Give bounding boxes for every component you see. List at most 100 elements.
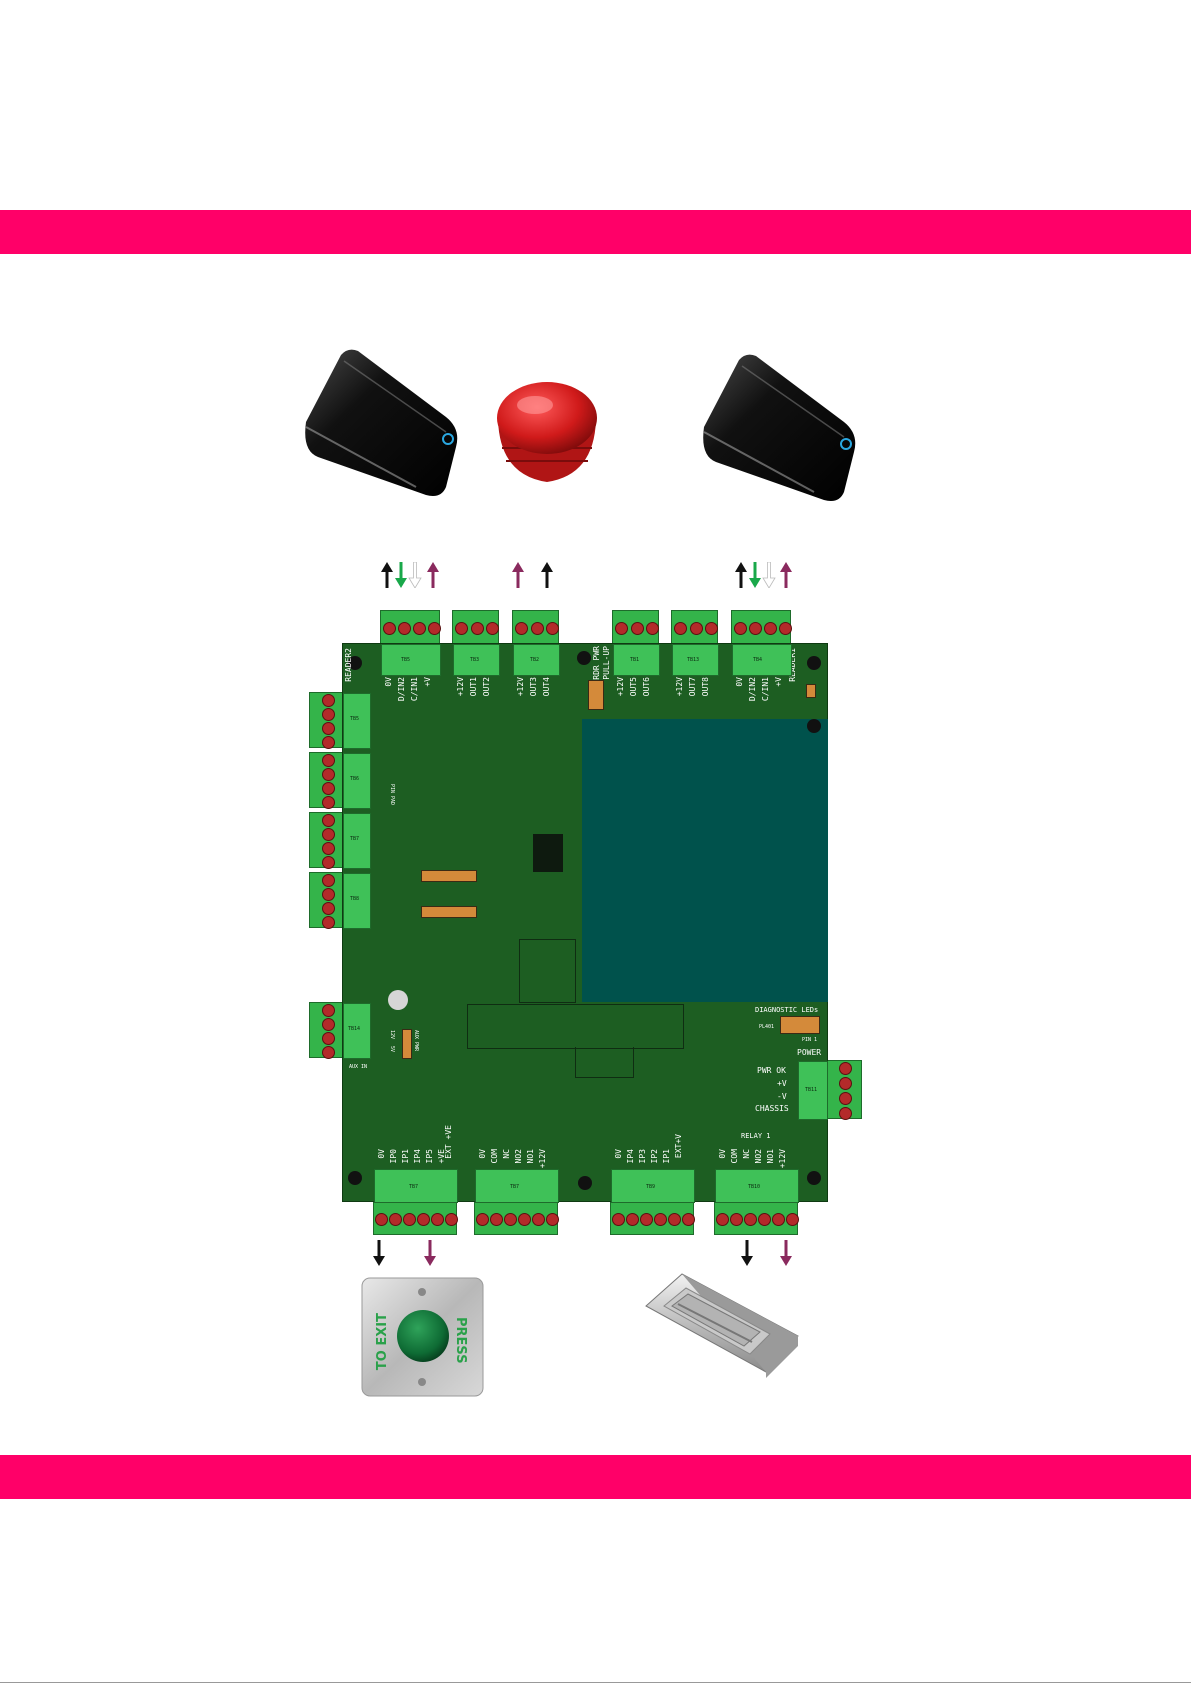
terminal-screw <box>682 1212 695 1226</box>
terminal-screw <box>445 1212 458 1226</box>
pin-header-pullup <box>588 680 604 710</box>
terminal-screw <box>427 622 441 635</box>
terminal-screw <box>626 1212 639 1226</box>
terminal-screw <box>322 1032 335 1045</box>
terminal-screw <box>839 1062 852 1076</box>
tb-label: TB2 <box>530 657 540 663</box>
pin-label: 0V <box>614 1149 623 1159</box>
pin-label: C/IN1 <box>761 677 770 702</box>
pin-header-aux-pwr <box>402 1029 412 1059</box>
terminal-screw <box>546 1212 559 1226</box>
pin-label: IP1 <box>401 1149 410 1164</box>
terminal-screw <box>668 1212 681 1226</box>
exit-button-press: PRESS <box>453 1317 468 1364</box>
terminal-screw <box>322 814 335 827</box>
tb3-body <box>453 644 500 676</box>
pin-label: +12V <box>538 1149 547 1169</box>
terminal-screw <box>839 1077 852 1091</box>
pin-label: +12V <box>516 677 525 697</box>
tb-label: TB9 <box>646 1184 656 1190</box>
reader1-block-body <box>732 644 792 676</box>
pin-label: IP2 <box>650 1149 659 1164</box>
arrow-up-purple <box>511 562 525 588</box>
network-jack <box>519 939 576 1003</box>
pin-label: OUT8 <box>701 677 710 697</box>
power-pin-label: PWR OK <box>757 1066 786 1075</box>
pin-label: IP0 <box>389 1149 398 1164</box>
aux-voltage-label: 12V <box>389 1030 395 1040</box>
terminal-block-tb1 <box>612 610 660 644</box>
pin-label: +VE <box>437 1149 446 1164</box>
bottom-block-body <box>715 1169 799 1203</box>
terminal-screw <box>716 1212 729 1226</box>
terminal-screw <box>546 622 560 635</box>
arrow-down-black <box>372 1240 386 1266</box>
arrow-up-black <box>734 562 748 588</box>
terminal-screw <box>389 1212 402 1226</box>
terminal-screw <box>322 888 335 901</box>
terminal-screw <box>322 736 335 749</box>
aux-block-body <box>343 1003 371 1059</box>
arrow-up-purple <box>426 562 440 588</box>
tb-label: TB11 <box>805 1087 818 1093</box>
pin-label: +12V <box>675 677 684 697</box>
terminal-screw <box>786 1212 799 1226</box>
mount-hole-pale <box>388 990 408 1010</box>
arrow-up-black <box>540 562 554 588</box>
tb-label: TB7 <box>409 1184 419 1190</box>
pullup-title: PULL-UP <box>602 646 611 680</box>
terminal-screw <box>744 1212 757 1226</box>
pin-label: IP1 <box>662 1149 671 1164</box>
mount-hole <box>807 656 821 670</box>
tb2-body <box>513 644 560 676</box>
terminal-screw <box>322 874 335 887</box>
terminal-block-power <box>826 1060 862 1120</box>
pin-label: +V <box>774 677 783 687</box>
terminal-screw <box>748 622 762 635</box>
tb-label: TB14 <box>348 1026 361 1032</box>
pin-label: OUT7 <box>688 677 697 697</box>
terminal-screw <box>322 916 335 929</box>
terminal-screw <box>322 1018 335 1031</box>
pin-header <box>421 906 477 918</box>
terminal-screw <box>763 622 777 635</box>
terminal-screw <box>518 1212 531 1226</box>
terminal-screw <box>431 1212 444 1226</box>
bottom-block-body <box>374 1169 458 1203</box>
lcd-area <box>582 719 828 1002</box>
bottom-block-body <box>475 1169 559 1203</box>
tb-label: TB5 <box>350 716 360 722</box>
exit-button: PRESS TO EXIT <box>361 1277 484 1397</box>
left-block-body <box>343 693 371 749</box>
terminal-screw <box>412 622 426 635</box>
terminal-screw <box>382 622 396 635</box>
pin-label: C/IN1 <box>410 677 419 702</box>
pin-label: IP4 <box>626 1149 635 1164</box>
terminal-screw <box>322 694 335 707</box>
aux-pwr-label: AUX PWR <box>413 1030 419 1052</box>
terminal-screw <box>322 902 335 915</box>
pin-label: OUT2 <box>482 677 491 697</box>
pin-label: OUT5 <box>629 677 638 697</box>
pin-label: NO2 <box>514 1149 523 1164</box>
terminal-screw <box>772 1212 785 1226</box>
pin-label: NO1 <box>526 1149 535 1164</box>
pin-label: NO1 <box>766 1149 775 1164</box>
tb-label: TB13 <box>687 657 700 663</box>
arrow-down-purple <box>779 1240 793 1266</box>
terminal-block-left-2 <box>309 752 345 809</box>
terminal-screw <box>612 1212 625 1226</box>
terminal-screw <box>322 722 335 735</box>
terminal-block-tb13 <box>671 610 719 644</box>
mount-hole <box>807 1171 821 1185</box>
exit-button-to-exit: TO EXIT <box>375 1313 390 1371</box>
pin-header-link <box>806 684 816 698</box>
pin-label: OUT6 <box>642 677 651 697</box>
pin-label: NC <box>502 1149 511 1159</box>
terminal-screw <box>322 754 335 767</box>
arrow-down-green <box>748 562 762 588</box>
terminal-block-bottom-4 <box>714 1200 799 1235</box>
arrow-down-white <box>408 562 422 588</box>
terminal-block-reader1 <box>731 610 792 644</box>
mount-hole <box>348 656 362 670</box>
